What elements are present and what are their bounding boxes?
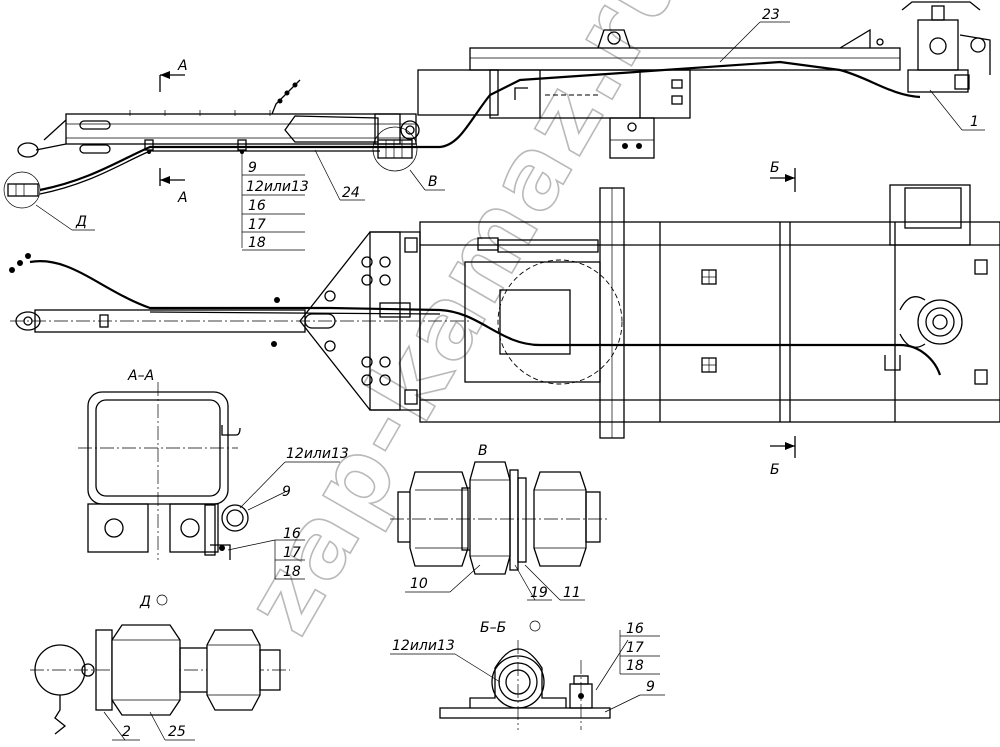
callout-1: 1 bbox=[970, 114, 979, 130]
callout-stack-12or13: 12или13 bbox=[246, 179, 309, 195]
drawbar-side bbox=[17, 79, 420, 158]
callout-bb-9: 9 bbox=[646, 679, 655, 695]
callout-stack-18: 18 bbox=[248, 235, 266, 251]
callout-d-top: Д bbox=[75, 214, 87, 230]
view-b-coupling: В 10 19 11 bbox=[390, 443, 610, 601]
title-section-bb: Б–Б bbox=[480, 620, 506, 636]
callout-aa-12or13: 12или13 bbox=[286, 446, 349, 462]
callout-23: 23 bbox=[762, 7, 780, 23]
callout-aa-9: 9 bbox=[282, 484, 291, 500]
callout-d-2: 2 bbox=[122, 724, 131, 740]
section-mark-a-bottom: А bbox=[177, 190, 188, 206]
callout-bb-16: 16 bbox=[626, 621, 644, 637]
callout-24: 24 bbox=[342, 185, 360, 201]
callout-v-top: В bbox=[428, 174, 438, 190]
frame-side bbox=[417, 1, 991, 159]
section-mark-a: А А bbox=[159, 58, 188, 206]
side-view: А А 23 1 24 В Д 9 12или13 16 17 bbox=[3, 1, 991, 251]
callout-stack-16: 16 bbox=[248, 198, 266, 214]
section-bb: Б–Б 12или13 16 17 18 9 bbox=[390, 620, 665, 730]
callout-bb-17: 17 bbox=[626, 640, 644, 656]
section-mark-b-top: Б bbox=[770, 160, 780, 176]
plan-view: Б Б bbox=[9, 160, 1000, 478]
callout-stack-17: 17 bbox=[248, 217, 266, 233]
callout-stack-9: 9 bbox=[248, 160, 257, 176]
section-mark-a-top: А bbox=[177, 58, 188, 74]
callout-d-25: 25 bbox=[168, 724, 186, 740]
callout-bb-18: 18 bbox=[626, 658, 644, 674]
callout-aa-18: 18 bbox=[283, 564, 301, 580]
coupling-b-side bbox=[372, 126, 418, 172]
section-mark-b: Б Б bbox=[770, 160, 796, 478]
view-d-hose-end: Д 2 25 bbox=[30, 594, 290, 741]
callout-bb-12or13: 12или13 bbox=[392, 638, 455, 654]
callout-v-11: 11 bbox=[563, 585, 581, 601]
callout-aa-17: 17 bbox=[283, 545, 301, 561]
callout-v-19: 19 bbox=[530, 585, 548, 601]
section-aa: А–А 12или13 9 16 17 18 bbox=[78, 368, 349, 580]
title-view-d: Д bbox=[139, 594, 151, 610]
title-section-aa: А–А bbox=[127, 368, 154, 384]
brake-pipe-side bbox=[39, 60, 921, 192]
brake-pipe-plan bbox=[29, 259, 942, 376]
title-view-v: В bbox=[478, 443, 488, 459]
callout-aa-16: 16 bbox=[283, 526, 301, 542]
hose-end-d-side bbox=[3, 171, 41, 209]
section-mark-b-bottom: Б bbox=[770, 462, 780, 478]
callout-v-10: 10 bbox=[410, 576, 428, 592]
